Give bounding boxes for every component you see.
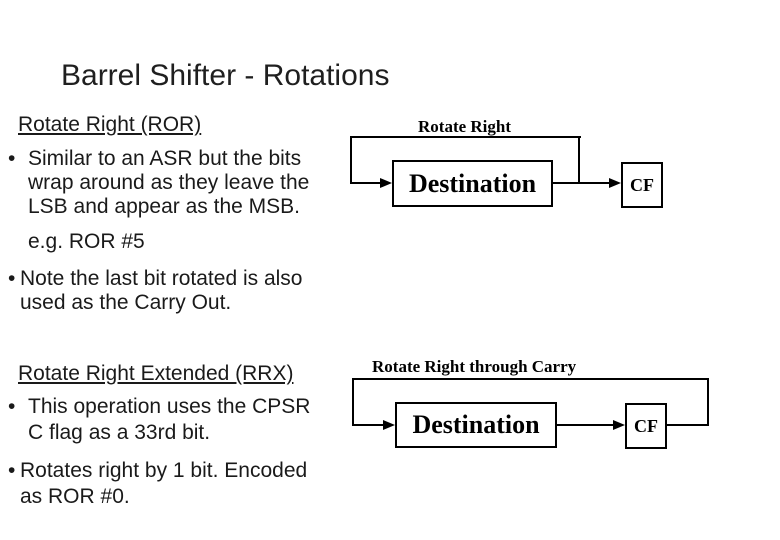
example-text: e.g. ROR #5 <box>28 230 145 253</box>
destination-label: Destination <box>412 410 540 439</box>
diagram-label: Rotate Right <box>418 117 512 136</box>
feedback-loop-right-line <box>707 378 709 426</box>
arrowhead-right-icon <box>380 178 392 188</box>
bullet-text: Note the last bit rotated is also used a… <box>20 267 303 314</box>
bullet-marker: • <box>8 147 16 170</box>
bullet-item-rrx-2: • Rotates right by 1 bit. Encoded as ROR… <box>8 458 307 510</box>
bullet-marker: • <box>8 395 16 418</box>
bullet-marker: • <box>8 267 16 290</box>
arrowhead-right-icon <box>383 420 395 430</box>
carry-flag-label: CF <box>634 415 658 436</box>
bullet-text: Similar to an ASR but the bits wrap arou… <box>28 147 310 218</box>
feedback-loop-top-line <box>350 136 581 138</box>
bullet-text: This operation uses the CPSR C flag as a… <box>28 395 311 444</box>
carry-output-line <box>667 424 709 426</box>
carry-flag-box: CF <box>625 403 667 449</box>
carry-flag-box: CF <box>621 162 663 208</box>
bullet-marker: • <box>8 459 16 482</box>
output-flow-line <box>557 424 613 426</box>
section-heading-ror: Rotate Right (ROR) <box>18 113 202 136</box>
bullet-text: Rotates right by 1 bit. Encoded as ROR #… <box>20 459 308 508</box>
feedback-loop-left-line <box>352 378 354 426</box>
input-flow-line <box>352 424 383 426</box>
bullet-item-ror-2: • Note the last bit rotated is also used… <box>8 267 303 315</box>
destination-label: Destination <box>408 168 537 198</box>
feedback-loop-top-line <box>352 378 709 380</box>
arrowhead-right-icon <box>609 178 621 188</box>
feedback-loop-tap-line <box>578 136 580 184</box>
destination-box: Destination <box>392 160 553 207</box>
output-flow-line <box>553 182 609 184</box>
diagram-label: Rotate Right through Carry <box>372 357 577 376</box>
feedback-loop-left-line <box>350 136 352 184</box>
bullet-item-ror-1: • Similar to an ASR but the bits wrap ar… <box>8 147 309 219</box>
section-heading-rrx: Rotate Right Extended (RRX) <box>18 362 294 385</box>
carry-flag-label: CF <box>630 174 654 195</box>
arrowhead-right-icon <box>613 420 625 430</box>
destination-box: Destination <box>395 402 557 448</box>
slide-title: Barrel Shifter - Rotations <box>61 59 390 92</box>
bullet-item-rrx-1: • This operation uses the CPSR C flag as… <box>8 394 310 446</box>
input-flow-line <box>350 182 382 184</box>
